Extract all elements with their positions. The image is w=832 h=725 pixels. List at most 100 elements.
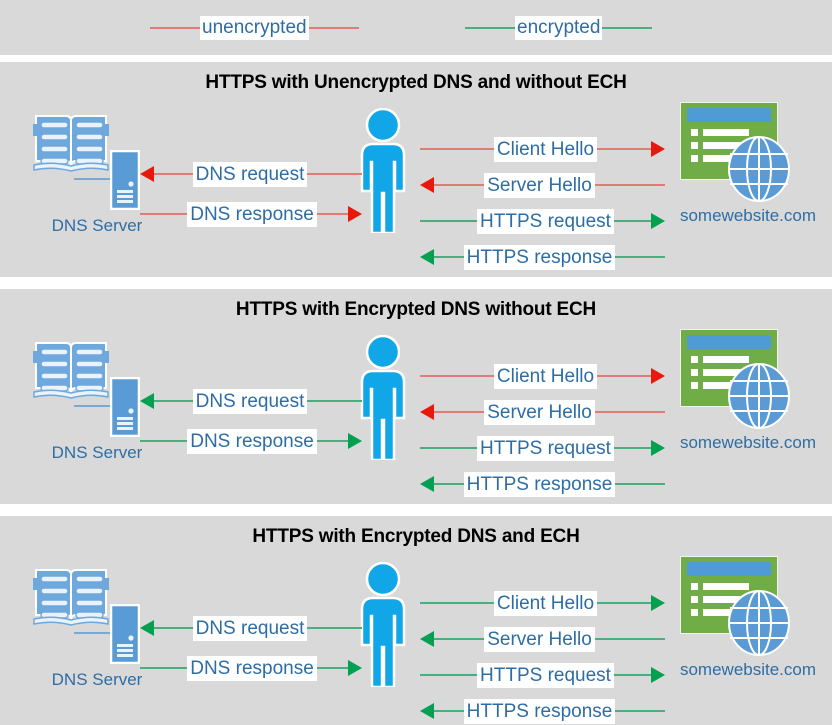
- website-label: somewebsite.com: [679, 433, 817, 452]
- flow-line: [420, 220, 478, 222]
- flow-https-request: HTTPS request: [420, 435, 665, 461]
- book-icon: [32, 564, 110, 632]
- flow-client-hello: Client Hello: [420, 590, 665, 616]
- flow-label: Server Hello: [484, 172, 595, 198]
- flow-line: [594, 638, 666, 640]
- globe-icon: [728, 590, 790, 656]
- flow-line: [307, 627, 362, 629]
- flow-label: DNS request: [192, 388, 308, 414]
- legend-label-unencrypted: unencrypted: [200, 16, 309, 40]
- flow-label: DNS request: [192, 161, 308, 187]
- flow-label: HTTPS response: [463, 471, 616, 497]
- flow-label: Server Hello: [484, 626, 595, 652]
- browser-title-bar: [687, 335, 771, 349]
- browser-title-bar: [687, 108, 771, 122]
- flow-line: [154, 627, 193, 629]
- server-tower-icon: [109, 376, 141, 438]
- arrowhead-left: [140, 166, 154, 182]
- flow-label: HTTPS response: [463, 244, 616, 270]
- globe-icon: [728, 363, 790, 429]
- flow-line: [420, 375, 494, 377]
- flow-label: HTTPS request: [477, 662, 614, 688]
- flow-line: [597, 375, 651, 377]
- arrowhead-left: [420, 476, 434, 492]
- flow-line: [434, 184, 485, 186]
- dns-server-node: DNS Server: [22, 564, 172, 704]
- arrowhead-right: [348, 433, 362, 449]
- flow-label: Client Hello: [493, 136, 598, 162]
- dns-link-line: [74, 178, 114, 180]
- flow-line: [615, 483, 666, 485]
- panel-1: HTTPS with Unencrypted DNS and without E…: [0, 62, 832, 277]
- dns-link-line: [74, 632, 114, 634]
- arrowhead-right: [348, 206, 362, 222]
- flow-line: [307, 400, 362, 402]
- flow-server-hello: Server Hello: [420, 172, 666, 198]
- flow-https-request: HTTPS request: [420, 662, 665, 688]
- website-label: somewebsite.com: [679, 660, 817, 679]
- book-icon: [32, 337, 110, 405]
- dns-server-label: DNS Server: [51, 216, 143, 235]
- flow-line: [615, 710, 666, 712]
- flow-line: [420, 602, 494, 604]
- flow-line: [434, 411, 485, 413]
- legend-band: unencrypted encrypted: [0, 0, 832, 55]
- website-node: somewebsite.com: [668, 329, 828, 479]
- arrowhead-right: [651, 595, 665, 611]
- flow-server-hello: Server Hello: [420, 399, 666, 425]
- dns-link-line: [74, 405, 114, 407]
- flow-line: [316, 667, 348, 669]
- flow-line: [434, 483, 464, 485]
- flow-https-request: HTTPS request: [420, 208, 665, 234]
- server-tower-icon: [109, 149, 141, 211]
- server-tower-icon: [109, 603, 141, 665]
- flow-https-response: HTTPS response: [420, 471, 666, 497]
- flow-label: DNS response: [187, 201, 317, 227]
- globe-icon: [728, 136, 790, 202]
- flow-client-hello: Client Hello: [420, 363, 665, 389]
- legend-line-right-encrypted: [602, 27, 653, 29]
- flow-line: [613, 220, 651, 222]
- panel-title: HTTPS with Encrypted DNS without ECH: [235, 299, 597, 320]
- panel-2: HTTPS with Encrypted DNS without ECH DNS …: [0, 289, 832, 504]
- dns-server-label: DNS Server: [51, 443, 143, 462]
- arrowhead-left: [420, 404, 434, 420]
- panel-title: HTTPS with Encrypted DNS and ECH: [252, 526, 580, 547]
- flow-line: [615, 256, 666, 258]
- dns-server-label: DNS Server: [51, 670, 143, 689]
- legend-item-unencrypted: unencrypted: [150, 14, 359, 42]
- flow-line: [140, 440, 188, 442]
- flow-line: [594, 411, 666, 413]
- website-node: somewebsite.com: [668, 102, 828, 252]
- flow-label: DNS response: [187, 655, 317, 681]
- flow-line: [613, 674, 651, 676]
- flow-label: HTTPS request: [477, 208, 614, 234]
- flow-label: HTTPS response: [463, 698, 616, 724]
- arrowhead-right: [651, 141, 665, 157]
- dns-server-node: DNS Server: [22, 110, 172, 250]
- browser-title-bar: [687, 562, 771, 576]
- flow-line: [597, 602, 651, 604]
- flow-line: [613, 447, 651, 449]
- arrowhead-left: [140, 393, 154, 409]
- arrowhead-left: [420, 249, 434, 265]
- legend-line-left-unencrypted: [150, 27, 200, 29]
- panel-3: HTTPS with Encrypted DNS and ECH DNS Serv…: [0, 516, 832, 725]
- arrowhead-left: [420, 703, 434, 719]
- flow-line: [140, 213, 188, 215]
- arrowhead-right: [651, 667, 665, 683]
- flow-line: [434, 710, 464, 712]
- flow-line: [154, 173, 193, 175]
- legend-line-right-unencrypted: [308, 27, 359, 29]
- person-icon: [352, 107, 414, 235]
- flow-dns-response: DNS response: [140, 655, 362, 681]
- flow-dns-request: DNS request: [140, 161, 362, 187]
- flow-label: Client Hello: [493, 590, 598, 616]
- flow-dns-request: DNS request: [140, 615, 362, 641]
- person-icon: [352, 334, 414, 462]
- browser-content-rows: [691, 356, 749, 395]
- arrowhead-right: [651, 440, 665, 456]
- flow-line: [420, 447, 478, 449]
- flow-line: [434, 256, 464, 258]
- arrowhead-left: [420, 177, 434, 193]
